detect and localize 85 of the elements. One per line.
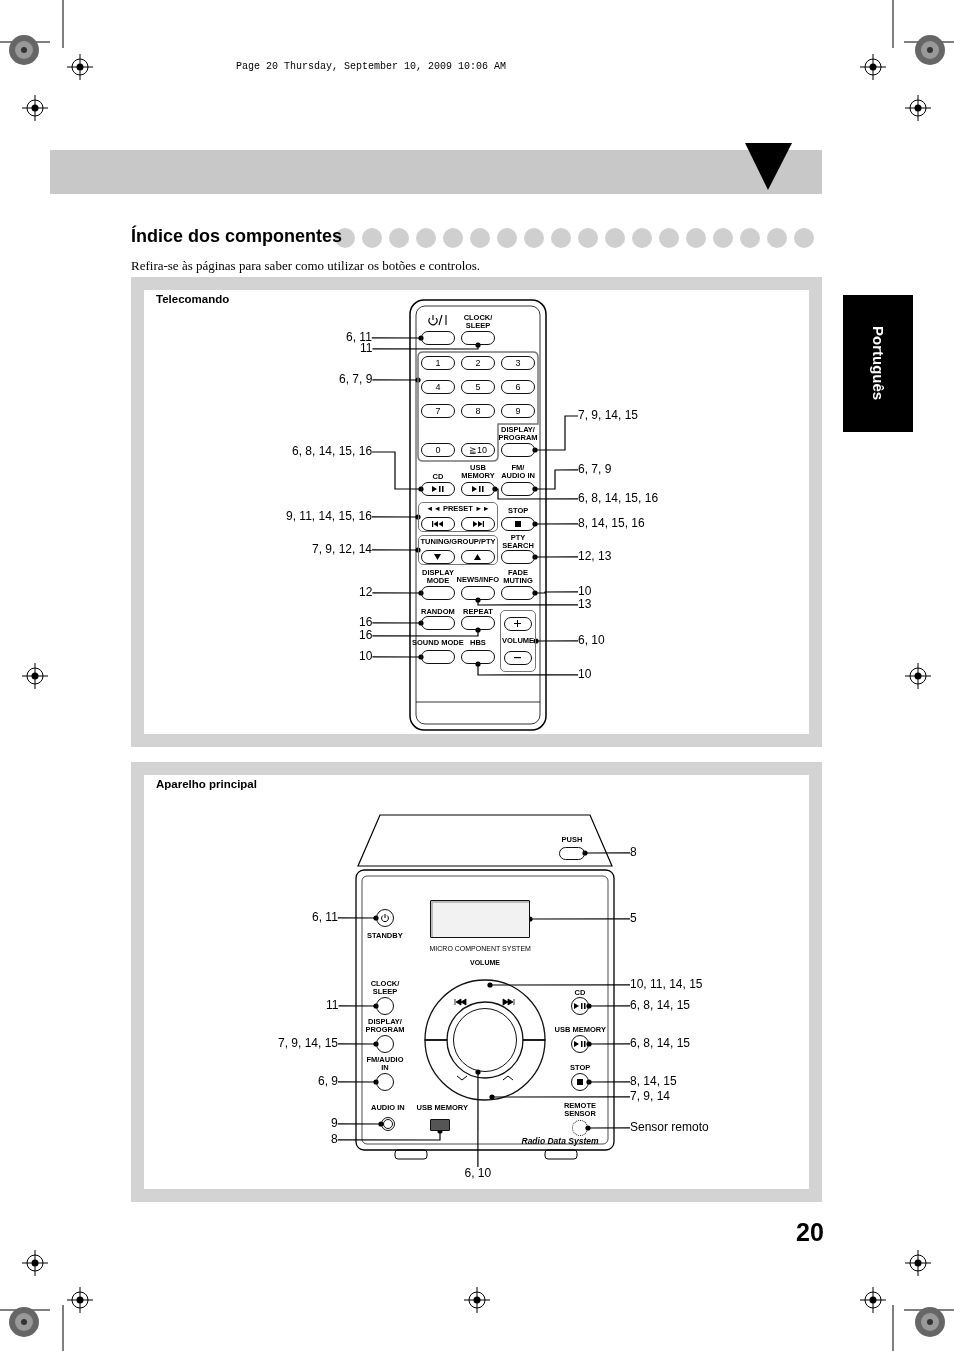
button-group — [418, 352, 538, 461]
callout-number: 7, 9, 12, 14 — [312, 543, 373, 557]
page-title: Índice dos componentes — [131, 226, 343, 247]
leader-line — [532, 521, 579, 527]
leader-line — [487, 982, 631, 988]
leader-line — [371, 620, 424, 626]
callout-number: 16 — [359, 616, 373, 630]
callout-number: 8 — [630, 846, 637, 860]
callout-number: 6, 7, 9 — [339, 373, 373, 387]
print-info-text: Page 20 Thursday, September 10, 2009 10:06 AM — [236, 61, 507, 72]
instruction-text: Refira-se às páginas para saber como utilizar os botões e controlos. — [131, 259, 481, 273]
callout-number: 6, 7, 9 — [578, 463, 612, 477]
callout-number: 10 — [578, 585, 592, 599]
callout-number: 10 — [359, 650, 373, 664]
leader-line — [337, 1121, 384, 1127]
leader-line — [532, 415, 579, 453]
callout-number: 6, 11 — [312, 911, 338, 925]
callout-number: 8, 14, 15 — [630, 1075, 677, 1089]
callout-number: 12 — [359, 586, 373, 600]
panel — [131, 762, 822, 1202]
rds-text: Radio Data System — [521, 1136, 599, 1146]
leader-line — [489, 1094, 631, 1100]
page-number: 20 — [796, 1219, 824, 1246]
usb-port — [430, 1119, 450, 1131]
callout-number: 11 — [360, 342, 373, 356]
leader-line — [586, 1079, 631, 1085]
leader-line — [337, 1041, 379, 1047]
leader-line — [532, 469, 579, 492]
leader-line — [371, 335, 424, 341]
display-window — [430, 900, 530, 938]
leader-line — [371, 377, 421, 383]
callout-number: 7, 9, 14, 15 — [278, 1037, 339, 1051]
leader-line — [337, 915, 379, 921]
callout-number: 16 — [359, 629, 373, 643]
leader-line — [371, 514, 421, 520]
button-group — [418, 535, 498, 565]
leader-line — [337, 1079, 379, 1085]
callout-number: 9 — [331, 1117, 338, 1131]
callout-number: 6, 8, 14, 15, 16 — [578, 492, 659, 506]
panel-title: Aparelho principal — [156, 778, 257, 790]
button-group — [418, 502, 498, 532]
leader-line — [586, 1041, 631, 1047]
leader-line — [475, 661, 579, 676]
callout-number: 10, 11, 14, 15 — [630, 978, 703, 992]
callout-number: 6, 8, 14, 15 — [630, 999, 691, 1013]
leader-line — [585, 1125, 631, 1131]
leader-line — [371, 590, 424, 596]
callout-number: 6, 8, 14, 15 — [630, 1037, 691, 1051]
leader-line — [527, 916, 631, 922]
panel — [131, 277, 822, 747]
callout-number: 9, 11, 14, 15, 16 — [286, 510, 372, 524]
control-ring — [425, 1040, 545, 1100]
callout-number: 6, 8, 14, 15, 16 — [292, 445, 373, 459]
leader-line — [586, 1003, 631, 1009]
callout-number: 7, 9, 14, 15 — [578, 409, 639, 423]
control-ring — [425, 980, 545, 1040]
callout-number: 8, 14, 15, 16 — [578, 517, 645, 531]
callout-number: 10 — [578, 668, 592, 682]
callout-number: 6, 10 — [464, 1167, 492, 1181]
leader-line — [475, 597, 579, 606]
leader-line — [371, 627, 481, 637]
leader-line — [371, 451, 424, 492]
callout-number: 6, 9 — [318, 1075, 338, 1089]
panel-title: Telecomando — [156, 293, 230, 305]
leader-line — [371, 547, 421, 553]
leader-line — [371, 342, 481, 350]
leader-line — [337, 1003, 379, 1009]
callout-number: 13 — [578, 598, 592, 612]
leader-line — [582, 850, 631, 856]
leader-line — [533, 638, 579, 644]
callout-number: 12, 13 — [578, 550, 612, 564]
button-group — [500, 610, 536, 672]
callout-number: 11 — [326, 999, 339, 1013]
callout-label: Sensor remoto — [630, 1121, 709, 1135]
leader-line — [337, 1128, 443, 1141]
callout-number: 7, 9, 14 — [630, 1090, 671, 1104]
language-tab: Português — [843, 295, 913, 432]
leader-line — [475, 1069, 481, 1168]
callout-number: 5 — [630, 912, 637, 926]
callout-number: 8 — [331, 1133, 338, 1147]
leader-line — [532, 590, 579, 596]
leader-line — [492, 486, 579, 500]
leader-line — [532, 554, 579, 560]
leader-line — [371, 654, 424, 660]
callout-number: 6, 10 — [578, 634, 605, 648]
